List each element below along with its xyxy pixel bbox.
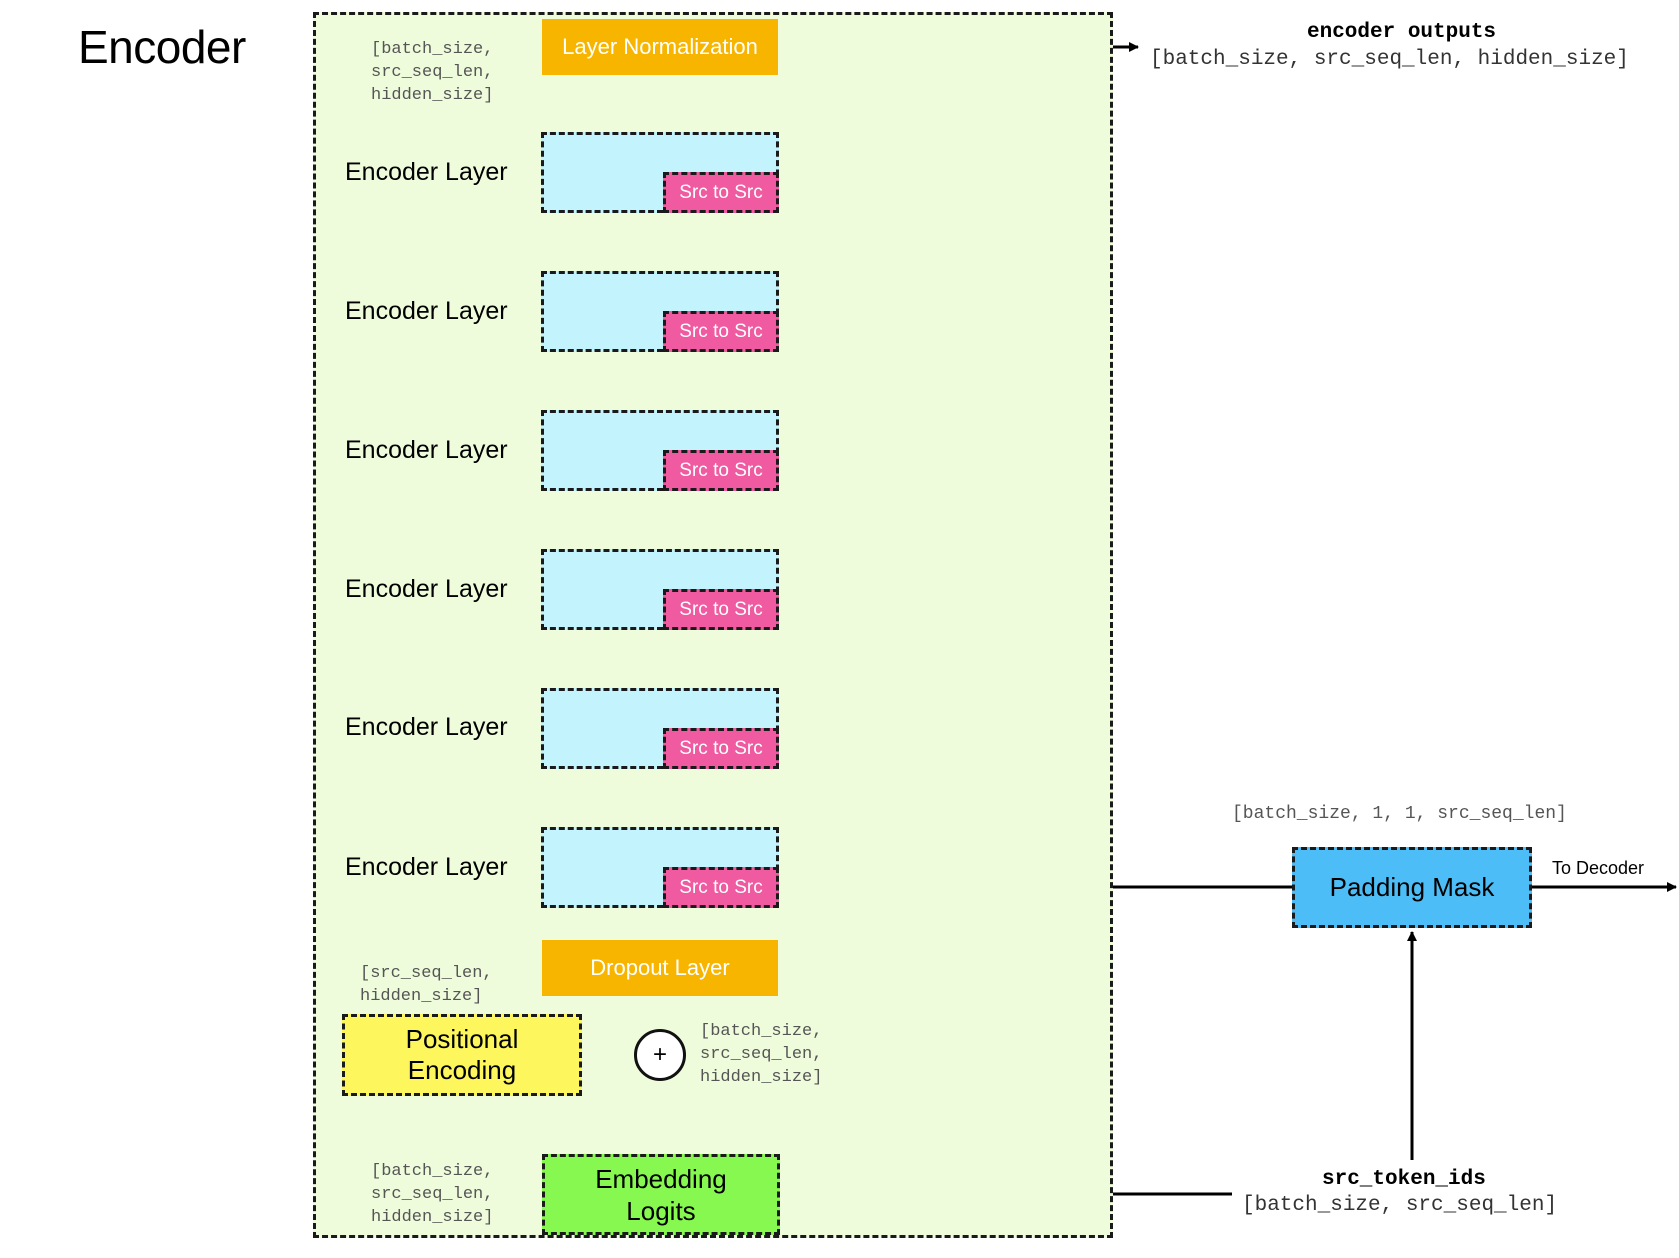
encoder-layer-label: Encoder Layer xyxy=(345,853,508,881)
to-decoder-label: To Decoder xyxy=(1552,858,1645,878)
encoder-layer-label: Encoder Layer xyxy=(345,436,508,464)
encoder-outputs-shape: [batch_size, src_seq_len, hidden_size] xyxy=(1150,48,1629,71)
embedding-logits-box: Embedding Logits xyxy=(542,1154,780,1235)
padding-mask-shape-label: [batch_size, 1, 1, src_seq_len] xyxy=(1232,804,1567,824)
src-token-ids-shape: [batch_size, src_seq_len] xyxy=(1242,1194,1558,1217)
src-to-src-attention: Src to Src xyxy=(663,589,779,630)
add-shape-label: [batch_size, src_seq_len, hidden_size] xyxy=(700,1022,823,1087)
encoder-layer-label: Encoder Layer xyxy=(345,297,508,325)
diagram-title: Encoder xyxy=(78,21,246,73)
encoder-outputs-title: encoder outputs xyxy=(1307,21,1497,44)
src-to-src-attention: Src to Src xyxy=(663,867,779,908)
src-to-src-attention: Src to Src xyxy=(663,450,779,491)
positional-shape-label: [src_seq_len, hidden_size] xyxy=(360,964,493,1006)
src-to-src-attention: Src to Src xyxy=(663,728,779,769)
encoder-layer-label: Encoder Layer xyxy=(345,713,508,741)
layernorm-shape-label: [batch_size, src_seq_len, hidden_size] xyxy=(371,40,494,105)
src-token-ids-title: src_token_ids xyxy=(1322,1168,1486,1191)
padding-mask-box: Padding Mask xyxy=(1292,847,1532,928)
layer-normalization-box: Layer Normalization xyxy=(542,19,778,75)
dropout-layer-box: Dropout Layer xyxy=(542,940,778,996)
encoder-layer-label: Encoder Layer xyxy=(345,158,508,186)
src-to-src-attention: Src to Src xyxy=(663,311,779,352)
positional-encoding-box: Positional Encoding xyxy=(342,1014,582,1096)
encoder-layer-label: Encoder Layer xyxy=(345,575,508,603)
add-operator: + xyxy=(634,1029,686,1081)
embedding-shape-label: [batch_size, src_seq_len, hidden_size] xyxy=(371,1162,494,1227)
src-to-src-attention: Src to Src xyxy=(663,172,779,213)
